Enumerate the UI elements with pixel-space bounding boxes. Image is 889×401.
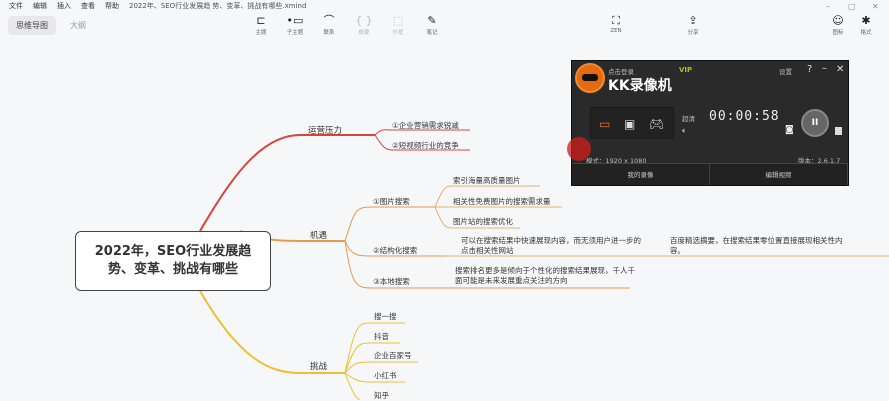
topic-leaf[interactable]: 相关性免费图片的搜索需求量 bbox=[453, 197, 551, 206]
view-tabs: 思维导图 大纲 bbox=[8, 16, 94, 35]
note-button[interactable]: ✎ 笔记 bbox=[418, 14, 446, 36]
topic-zhihu[interactable]: 知乎 bbox=[374, 391, 389, 400]
boundary-icon: ⬚ bbox=[392, 14, 404, 27]
version-label: 版本：2.6.1.7 bbox=[798, 157, 841, 165]
subtopic-button[interactable]: •▭ 子主题 bbox=[281, 14, 309, 36]
recorder-brand: KK录像机 bbox=[608, 78, 672, 94]
my-recordings-button[interactable]: 我的录像 bbox=[572, 164, 710, 185]
format-panel-label: 格式 bbox=[860, 30, 872, 36]
summary-label: 概要 bbox=[358, 30, 370, 36]
branch-challenge[interactable]: 挑战 bbox=[310, 362, 328, 372]
topic-icon: ⊏ bbox=[256, 14, 266, 27]
record-timer: 00:00:58 bbox=[709, 109, 780, 124]
resolution-label: 模式：1920 x 1080 bbox=[586, 157, 647, 165]
topic-marketing-demand[interactable]: ①企业营销需求锐减 bbox=[392, 121, 459, 130]
vip-badge[interactable]: VIP bbox=[679, 66, 693, 74]
screenshot-icon[interactable]: ◙ bbox=[785, 125, 794, 135]
share-label: 分享 bbox=[687, 30, 699, 36]
topic-leaf[interactable]: 搜索排名更多是倾向于个性化的搜索结果展现，千人千面可能是未来发展重点关注的方向 bbox=[455, 266, 635, 285]
connector-lines bbox=[199, 129, 889, 400]
volume-icon[interactable]: 🔈︎ bbox=[682, 126, 687, 135]
topic-short-video[interactable]: ②短视频行业的竞争 bbox=[392, 141, 459, 150]
menu-view[interactable]: 查看 bbox=[81, 2, 95, 10]
game-mode-icon[interactable]: 🎮︎ bbox=[649, 117, 665, 131]
boundary-button[interactable]: ⬚ 外框 bbox=[384, 14, 412, 36]
topic-button[interactable]: ⊏ 主题 bbox=[247, 14, 275, 36]
topic-sousou[interactable]: 搜一搜 bbox=[374, 312, 397, 321]
relationship-label: 联系 bbox=[323, 30, 335, 36]
smiley-icon: ☺ bbox=[832, 14, 844, 27]
login-link[interactable]: 点击登录 bbox=[608, 68, 634, 76]
root-topic[interactable]: 2022年，SEO行业发展趋势、变革、挑战有哪些 bbox=[75, 231, 271, 291]
mindmap-canvas[interactable]: 2022年，SEO行业发展趋势、变革、挑战有哪些 运营压力 ①企业营销需求锐减 … bbox=[0, 40, 889, 400]
tab-mindmap[interactable]: 思维导图 bbox=[8, 16, 56, 35]
edit-video-button[interactable]: 编辑视频 bbox=[710, 164, 848, 185]
stop-button[interactable] bbox=[835, 127, 842, 135]
topic-leaf[interactable]: 图片站的搜索优化 bbox=[453, 217, 513, 226]
note-icon: ✎ bbox=[427, 14, 437, 27]
brush-icon: ✱ bbox=[861, 14, 871, 27]
window-mode-icon[interactable]: ▣ bbox=[624, 117, 636, 131]
screen-mode-icon[interactable]: ▭ bbox=[599, 117, 611, 131]
menu-edit[interactable]: 编辑 bbox=[33, 2, 47, 10]
icon-panel-label: 图标 bbox=[832, 30, 844, 36]
topic-image-search[interactable]: ①图片搜索 bbox=[373, 197, 410, 206]
relationship-button[interactable]: ⌒ 联系 bbox=[315, 14, 343, 36]
document-title: 2022年、SEO行业发展趋 势、变革、挑战有哪些.xmind bbox=[129, 2, 307, 10]
topic-structured-search[interactable]: ②结构化搜索 bbox=[373, 246, 418, 255]
menu-file[interactable]: 文件 bbox=[9, 2, 23, 10]
kk-recorder-window: 点击登录 VIP 设置 ? – ✕ KK录像机 ▭ ▣ 🎮︎ 超清 🔈︎ 00:… bbox=[571, 60, 849, 186]
note-label: 笔记 bbox=[426, 30, 438, 36]
settings-link[interactable]: 设置 bbox=[779, 68, 792, 76]
menu-insert[interactable]: 插入 bbox=[57, 2, 71, 10]
subtopic-label: 子主题 bbox=[286, 30, 304, 36]
recorder-close-button[interactable]: ✕ bbox=[836, 64, 845, 75]
zen-icon: ⛶ bbox=[612, 14, 620, 27]
branch-operating-pressure[interactable]: 运营压力 bbox=[308, 126, 343, 136]
topic-leaf[interactable]: 索引海量高质量图片 bbox=[453, 176, 521, 185]
record-mode-selector: ▭ ▣ 🎮︎ bbox=[590, 107, 674, 139]
close-button[interactable]: ✕ bbox=[872, 2, 879, 11]
minimize-button[interactable]: – bbox=[826, 2, 830, 11]
topic-local-search[interactable]: ③本地搜索 bbox=[373, 277, 410, 286]
relationship-icon: ⌒ bbox=[323, 14, 335, 27]
help-button[interactable]: ? bbox=[807, 64, 813, 75]
kk-logo bbox=[575, 63, 605, 93]
quality-select[interactable]: 超清 bbox=[682, 115, 695, 123]
recorder-minimize-button[interactable]: – bbox=[822, 63, 827, 74]
zen-button[interactable]: ⛶ZEN bbox=[602, 14, 630, 34]
summary-button[interactable]: { } 概要 bbox=[350, 14, 378, 36]
menu-help[interactable]: 帮助 bbox=[105, 2, 119, 10]
topic-leaf[interactable]: 百度精选摘要，在搜索结果零位置直接展现相关性内容。 bbox=[670, 236, 843, 255]
boundary-label: 外框 bbox=[392, 30, 404, 36]
zen-label: ZEN bbox=[610, 28, 622, 34]
click-indicator bbox=[567, 137, 591, 161]
tab-outline[interactable]: 大纲 bbox=[70, 21, 86, 30]
topic-xiaohongshu[interactable]: 小红书 bbox=[374, 371, 397, 380]
format-panel-button[interactable]: ✱ 格式 bbox=[852, 14, 880, 36]
icon-panel-button[interactable]: ☺ 图标 bbox=[824, 14, 852, 36]
menu-bar: 文件 编辑 插入 查看 帮助 2022年、SEO行业发展趋 势、变革、挑战有哪些… bbox=[0, 0, 889, 12]
branch-opportunity[interactable]: 机遇 bbox=[310, 231, 328, 241]
topic-label: 主题 bbox=[255, 30, 267, 36]
topic-douyin[interactable]: 抖音 bbox=[374, 332, 389, 341]
topic-leaf[interactable]: 可以在搜索结果中快速展现内容，而无须用户进一步的点击相关性网站 bbox=[461, 236, 641, 255]
subtopic-icon: •▭ bbox=[286, 14, 304, 27]
maximize-button[interactable]: ▢ bbox=[848, 2, 856, 11]
pause-button[interactable]: II bbox=[801, 109, 829, 137]
summary-icon: { } bbox=[355, 14, 373, 27]
share-button[interactable]: ⇪ 分享 bbox=[679, 14, 707, 36]
share-icon: ⇪ bbox=[688, 14, 698, 27]
topic-baijiahao[interactable]: 企业百家号 bbox=[374, 351, 412, 360]
